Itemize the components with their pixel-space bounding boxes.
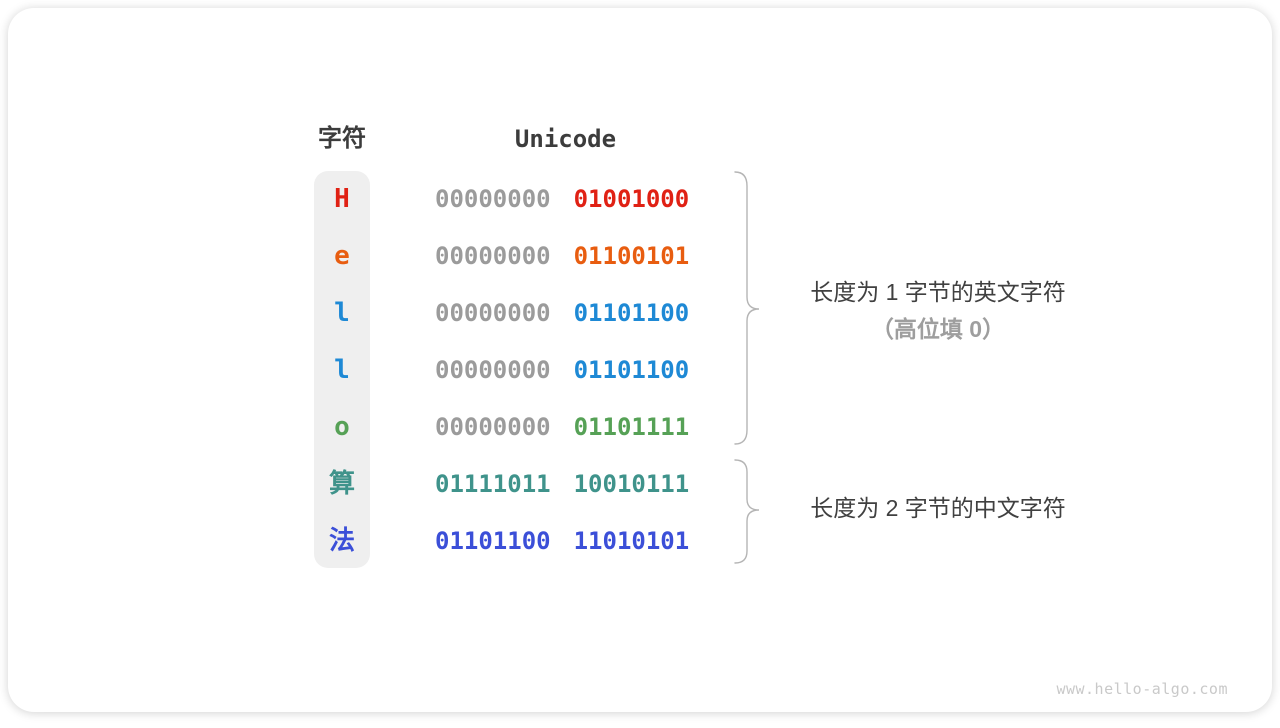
- figure-card: 字符 Unicode H 00000000 01001000 e 0000000…: [8, 8, 1272, 712]
- annotation-english-line1: 长度为 1 字节的英文字符: [810, 279, 1066, 305]
- low-byte: 01101100: [573, 299, 690, 327]
- low-byte: 01101100: [573, 356, 690, 384]
- low-byte: 10010111: [573, 470, 690, 498]
- table-row: 算 01111011 10010111: [8, 464, 1272, 504]
- char-cell: H: [334, 184, 350, 214]
- annotation-chinese-line1: 长度为 2 字节的中文字符: [810, 495, 1066, 521]
- unicode-bits: 00000000 01001000: [435, 179, 689, 219]
- high-byte: 00000000: [435, 413, 551, 441]
- char-cell: l: [334, 355, 350, 385]
- low-byte: 11010101: [573, 527, 690, 555]
- high-byte: 01101100: [435, 527, 551, 555]
- high-byte: 00000000: [435, 356, 551, 384]
- table-row: l 00000000 01101100: [8, 293, 1272, 333]
- high-byte: 00000000: [435, 185, 551, 213]
- annotation-english: 长度为 1 字节的英文字符 （高位填 0）: [763, 274, 1113, 348]
- high-byte: 00000000: [435, 242, 551, 270]
- high-byte: 01111011: [435, 470, 551, 498]
- char-cell: e: [334, 241, 350, 271]
- table-row: 法 01101100 11010101: [8, 521, 1272, 561]
- char-column-background: [314, 171, 370, 568]
- encoding-table: H 00000000 01001000 e 00000000 01100101 …: [8, 8, 1272, 712]
- unicode-bits: 00000000 01101111: [435, 407, 689, 447]
- unicode-bits: 00000000 01101100: [435, 350, 689, 390]
- low-byte: 01101111: [573, 413, 690, 441]
- low-byte: 01001000: [573, 185, 690, 213]
- unicode-bits: 00000000 01100101: [435, 236, 689, 276]
- char-cell: l: [334, 298, 350, 328]
- table-row: l 00000000 01101100: [8, 350, 1272, 390]
- char-cell: 法: [328, 526, 355, 556]
- unicode-bits: 01101100 11010101: [435, 521, 689, 561]
- annotation-english-line2: （高位填 0）: [870, 316, 1006, 342]
- annotation-chinese: 长度为 2 字节的中文字符: [763, 494, 1113, 522]
- unicode-bits: 01111011 10010111: [435, 464, 689, 504]
- column-header-unicode: Unicode: [514, 125, 617, 153]
- table-row: H 00000000 01001000: [8, 179, 1272, 219]
- char-cell: 算: [328, 469, 355, 499]
- low-byte: 01100101: [573, 242, 690, 270]
- column-header-char: 字符: [318, 125, 366, 152]
- table-row: e 00000000 01100101: [8, 236, 1272, 276]
- high-byte: 00000000: [435, 299, 551, 327]
- table-row: o 00000000 01101111: [8, 407, 1272, 447]
- watermark-url: www.hello-algo.com: [1056, 680, 1228, 698]
- char-cell: o: [334, 412, 350, 442]
- unicode-bits: 00000000 01101100: [435, 293, 689, 333]
